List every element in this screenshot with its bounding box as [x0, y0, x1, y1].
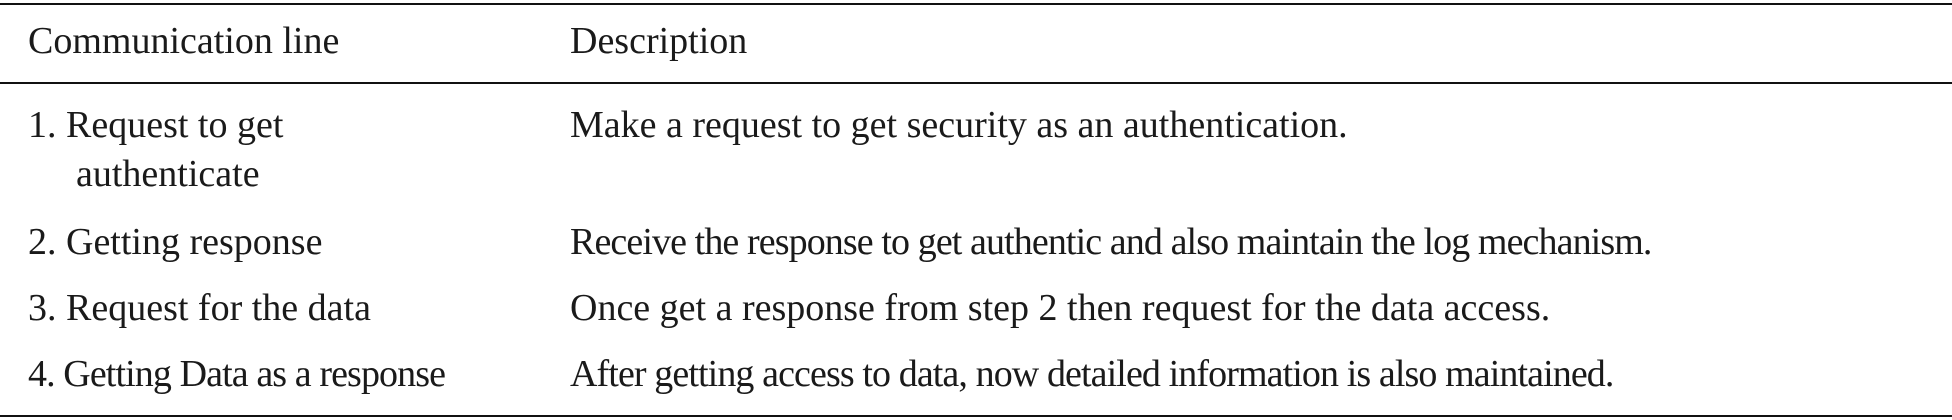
- row-2-line: 2. Getting response: [28, 221, 323, 263]
- row-4-description: After getting access to data, now detail…: [570, 353, 1614, 395]
- row-3-line: 3. Request for the data: [28, 287, 371, 329]
- table-bottom-rule: [0, 415, 1952, 417]
- header-communication-line: Communication line: [28, 20, 340, 62]
- table-top-rule: [0, 3, 1952, 5]
- row-2-description: Receive the response to get authentic an…: [570, 221, 1652, 263]
- header-description: Description: [570, 20, 748, 62]
- row-3-description: Once get a response from step 2 then req…: [570, 287, 1551, 329]
- row-1-line: 1. Request to get: [28, 104, 284, 146]
- row-1-line-continued: authenticate: [76, 153, 260, 195]
- row-4-line: 4. Getting Data as a response: [28, 353, 446, 395]
- table-header-rule: [0, 82, 1952, 84]
- row-1-description: Make a request to get security as an aut…: [570, 104, 1348, 146]
